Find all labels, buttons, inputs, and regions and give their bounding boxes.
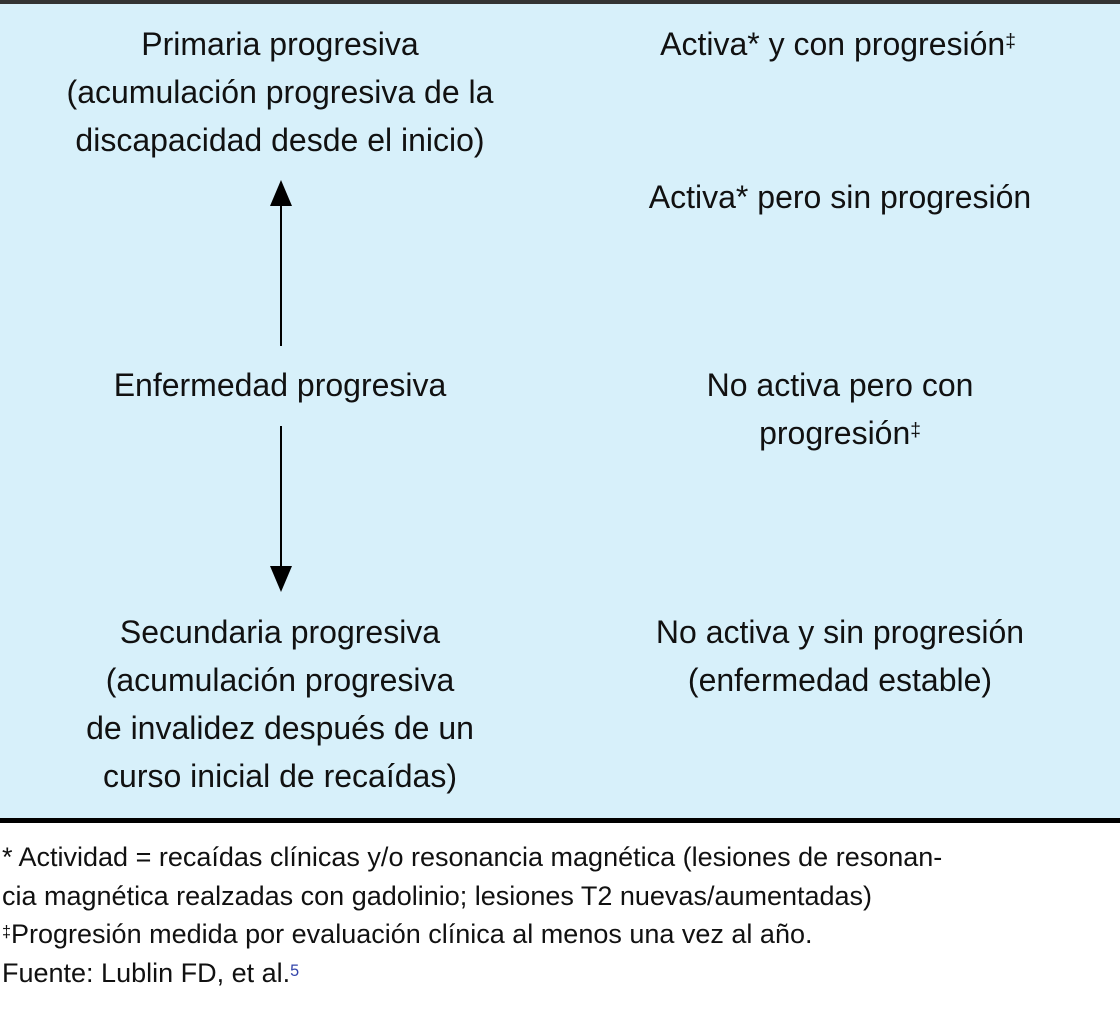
primary-progressive-label: Primaria progresiva (acumulación progres… (67, 20, 494, 164)
primary-desc-2: discapacidad desde el inicio) (75, 122, 485, 158)
reference-link[interactable]: 5 (290, 961, 300, 980)
secondary-desc-3: curso inicial de recaídas) (103, 758, 457, 794)
footnote-source: Fuente: Lublin FD, et al.5 (2, 957, 300, 988)
secondary-title: Secundaria progresiva (119, 614, 441, 650)
not-active-with-progression: No activa pero con progresión‡ (706, 367, 974, 451)
active-without-progression: Activa* pero sin progresión (648, 179, 1032, 215)
primary-desc-1: (acumulación progresiva de la (66, 74, 494, 110)
secondary-progressive-label: Secundaria progresiva (acumulación progr… (86, 608, 474, 800)
progressive-disease-label: Enfermedad progresiva (113, 367, 447, 403)
primary-title: Primaria progresiva (141, 26, 419, 62)
secondary-desc-2: de invalidez después de un (86, 710, 474, 746)
footnotes: * Actividad = recaídas clínicas y/o reso… (2, 838, 942, 992)
footnote-activity-2: cia magnética realzadas con gadolinio; l… (2, 880, 873, 911)
diagram-panel (0, 0, 1120, 823)
secondary-desc-1: (acumulación progresiva (105, 662, 455, 698)
footnote-activity-1: * Actividad = recaídas clínicas y/o reso… (2, 842, 943, 872)
active-with-progression: Activa* y con progresión‡ (660, 26, 1016, 62)
arrow-down-icon (270, 426, 292, 592)
arrow-up-icon (270, 180, 292, 346)
not-active-without-progression: No activa y sin progresión (enfermedad e… (655, 614, 1025, 698)
footnote-progression: ‡Progresión medida por evaluación clínic… (2, 919, 813, 949)
